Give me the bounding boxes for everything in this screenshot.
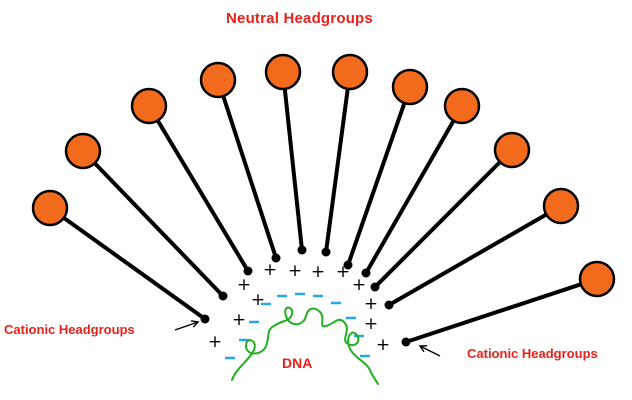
- lipid-tail-3: [155, 118, 250, 273]
- neutral-headgroup-7: [391, 68, 429, 106]
- neutral-headgroup-8: [443, 87, 481, 125]
- lipid-tail-4: [221, 94, 278, 260]
- cationic-headgroup-1: [200, 314, 210, 324]
- left-arrow-shaft: [174, 321, 199, 331]
- right-arrow-head: [418, 345, 428, 353]
- positive-charge-9: +: [208, 332, 222, 352]
- lipid-tail-9: [373, 160, 502, 289]
- cationic-headgroups: [200, 245, 411, 347]
- lipid-tail-6: [324, 86, 350, 254]
- neutral-headgroup-3: [130, 87, 168, 125]
- lipid-tail-8: [364, 118, 456, 275]
- neutral-headgroup-2: [64, 132, 102, 170]
- neutral-headgroup-1: [31, 189, 69, 227]
- lipid-tail-1: [61, 215, 207, 321]
- neutral-headgroup-11: [578, 260, 616, 298]
- lipid-tail-5: [282, 86, 304, 252]
- cationic-headgroup-11: [401, 337, 411, 347]
- neutral-headgroups-label: Neutral Headgroups: [226, 10, 373, 27]
- lipid-tail-7: [346, 101, 407, 267]
- positive-charge-12: +: [376, 335, 390, 355]
- cationic-headgroup-7: [343, 260, 353, 270]
- positive-charge-11: +: [364, 314, 378, 334]
- cationic-headgroup-4: [271, 253, 281, 263]
- positive-charge-2: +: [263, 260, 277, 280]
- cationic-headgroups-label-right: Cationic Headgroups: [467, 346, 598, 361]
- dna-strand: [231, 306, 379, 385]
- pointer-arrows: [174, 320, 441, 357]
- cationic-headgroup-9: [370, 282, 380, 292]
- lipid-tail-11: [404, 282, 583, 344]
- left-arrow-head: [190, 320, 200, 328]
- positive-charge-1: +: [237, 275, 251, 295]
- cationic-headgroup-6: [321, 247, 331, 257]
- cationic-headgroup-2: [218, 291, 228, 301]
- cationic-headgroup-3: [243, 266, 253, 276]
- cationic-headgroups-label-left: Cationic Headgroups: [4, 322, 135, 337]
- neutral-headgroups: [31, 53, 616, 298]
- cationic-headgroup-5: [297, 245, 307, 255]
- positive-charge-8: +: [232, 310, 246, 330]
- cationic-headgroup-8: [361, 268, 371, 278]
- neutral-headgroup-6: [331, 53, 369, 91]
- positive-charge-10: +: [364, 294, 378, 314]
- positive-charge-5: +: [336, 262, 350, 282]
- charge-signs: ++++++++++++: [208, 260, 390, 360]
- neutral-headgroup-10: [542, 187, 580, 225]
- lipid-tail-2: [92, 161, 225, 298]
- lipid-tail-10: [387, 212, 549, 307]
- cationic-headgroup-10: [384, 300, 394, 310]
- lipid-tails: [61, 86, 583, 344]
- positive-charge-4: +: [311, 262, 325, 282]
- neutral-headgroup-9: [493, 131, 531, 169]
- positive-charge-6: +: [352, 275, 366, 295]
- dna-label: DNA: [282, 355, 313, 371]
- neutral-headgroup-5: [264, 53, 302, 91]
- positive-charge-3: +: [288, 261, 302, 281]
- positive-charge-7: +: [251, 290, 265, 310]
- right-arrow-shaft: [419, 345, 441, 357]
- dna-strand-path: [231, 306, 379, 385]
- neutral-headgroup-4: [199, 61, 237, 99]
